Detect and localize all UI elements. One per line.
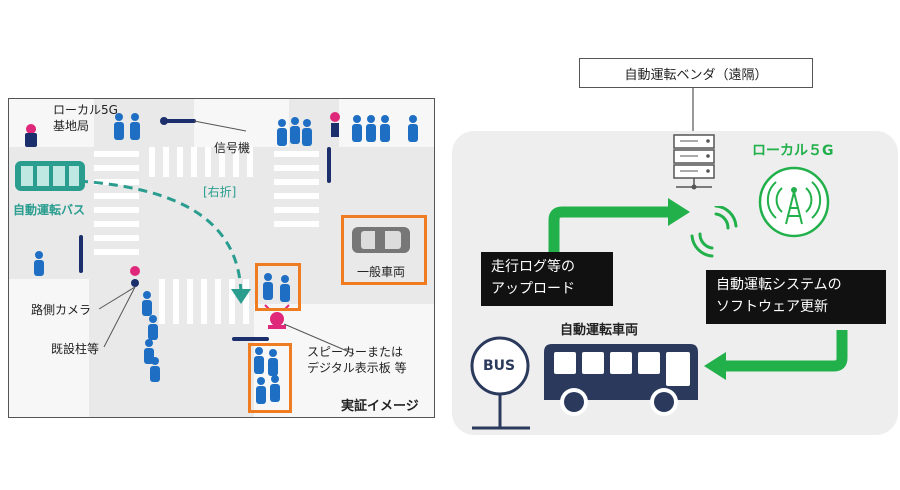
- signal-label: 信号機: [214, 141, 251, 155]
- crosswalk-top-right: [274, 151, 319, 227]
- upload-box: 走行ログ等の アップロード: [481, 252, 613, 306]
- local5g-title: ローカル５G: [752, 143, 834, 159]
- vendor-connector: [692, 88, 694, 133]
- crosswalk-top: [149, 147, 253, 177]
- existing-pole-label: 既設柱等: [51, 342, 100, 356]
- update-line-2: ソフトウェア更新: [716, 299, 828, 315]
- speaker-label-2: デジタル表示板 等: [307, 361, 407, 375]
- speaker-label-1: スピーカーまたは: [307, 345, 404, 359]
- upload-line-1: 走行ログ等の: [491, 259, 575, 275]
- bus-stop-text: BUS: [483, 358, 516, 374]
- demo-caption: 実証イメージ: [341, 399, 419, 414]
- intersection-scene: [9, 99, 434, 417]
- update-arrow: [704, 330, 848, 380]
- local5g-label-2: 基地局: [53, 119, 90, 133]
- vendor-box: 自動運転ベンダ（遠隔）: [579, 58, 813, 88]
- local5g-label-1: ローカル5G: [53, 103, 118, 117]
- upload-arrow: [548, 198, 690, 256]
- highlight-pedestrians-box: [255, 263, 301, 311]
- highlight-vehicle-box: [341, 215, 427, 285]
- pedestrians-group: [34, 113, 418, 404]
- general-vehicle-label: 一般車両: [357, 265, 406, 279]
- base-station-icon: [25, 124, 37, 147]
- crosswalk-bottom: [159, 279, 249, 324]
- general-vehicle-icon: [352, 227, 410, 253]
- antenna-tower-icon: [758, 166, 830, 238]
- radio-waves-icon: [690, 206, 738, 258]
- upload-line-2: アップロード: [491, 281, 575, 297]
- right-turn-label: [右折]: [203, 185, 237, 199]
- autonomous-bus-icon: [15, 161, 85, 191]
- server-icon: [673, 134, 715, 190]
- autonomous-vehicle-icon: [544, 344, 698, 416]
- crosswalk-top-left: [94, 151, 139, 255]
- vehicle-label: 自動運転車両: [560, 323, 639, 338]
- update-box: 自動運転システムの ソフトウェア更新: [706, 270, 886, 324]
- roadside-camera-icon: [130, 266, 140, 287]
- highlight-pedestrians-lower-box: [248, 343, 292, 413]
- update-line-1: 自動運転システムの: [716, 277, 842, 293]
- roadside-camera-label: 路側カメラ: [31, 303, 92, 317]
- bus-label: 自動運転バス: [13, 203, 86, 217]
- roadside-camera-top-icon: [330, 112, 340, 137]
- traffic-signal-top: [160, 117, 196, 125]
- demo-image-frame: ローカル5G 基地局 信号機 [右折] 自動運転バス 一般車両 路側カメラ 既設…: [8, 98, 435, 418]
- bus-stop-icon: [470, 336, 530, 430]
